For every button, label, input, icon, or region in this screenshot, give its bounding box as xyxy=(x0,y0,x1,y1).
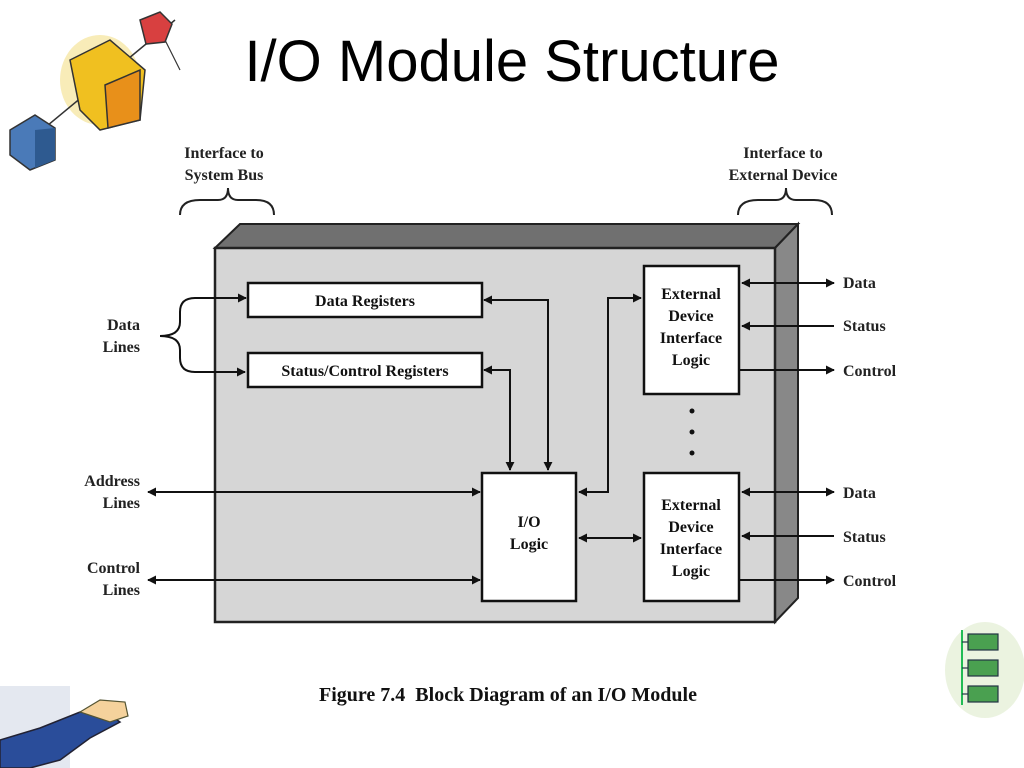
slide-title: I/O Module Structure xyxy=(0,28,1024,95)
io-to-ext-top-arrow xyxy=(578,293,642,497)
external-device-brace xyxy=(737,187,833,216)
io-logic-box xyxy=(480,471,578,603)
status-registers-to-io-arrow xyxy=(483,365,515,471)
cubes-clipart xyxy=(9,11,181,171)
ext-bottom-data-label: Data xyxy=(843,485,876,502)
data-lines-brace xyxy=(159,297,246,377)
ext-top-control-label: Control xyxy=(843,363,897,380)
ext-top-status-label: Status xyxy=(843,318,886,335)
ext-device-logic-box-bottom xyxy=(642,471,741,603)
status-control-registers-box xyxy=(246,351,484,389)
flowchart-clipart xyxy=(945,622,1024,718)
data-registers-box xyxy=(246,281,484,319)
slide-title-text: I/O Module Structure xyxy=(244,29,780,94)
system-bus-brace xyxy=(179,187,275,216)
ext-bottom-status-label: Status xyxy=(843,529,886,546)
data-registers-label: Data Registers xyxy=(315,293,415,310)
ext-bottom-control-label: Control xyxy=(843,573,897,590)
ellipsis-dots xyxy=(689,408,695,456)
data-registers-to-io-arrow xyxy=(483,295,553,471)
status-control-registers-label: Status/Control Registers xyxy=(281,363,448,380)
figure-caption: Figure 7.4 Block Diagram of an I/O Modul… xyxy=(319,684,697,706)
ext-top-data-label: Data xyxy=(843,275,876,292)
ext-device-logic-box-top xyxy=(642,264,741,396)
hand-clipart xyxy=(0,686,129,768)
